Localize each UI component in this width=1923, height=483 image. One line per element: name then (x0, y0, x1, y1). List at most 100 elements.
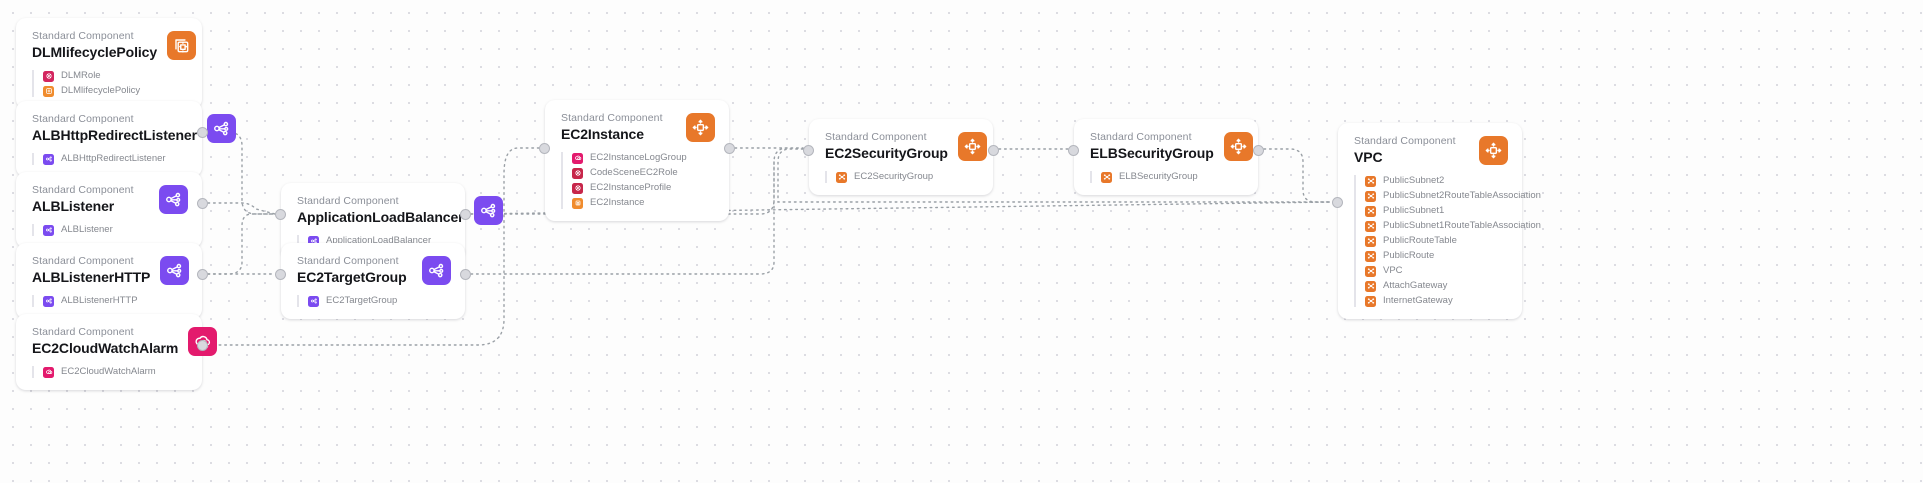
resource-row[interactable]: ALBListenerHTTP (43, 295, 188, 307)
resource-list: ALBListenerHTTP (32, 295, 188, 307)
connection-port-left[interactable] (803, 144, 814, 156)
subnet-icon (1365, 265, 1376, 277)
connection-port-right[interactable] (197, 268, 208, 280)
subnet-icon (1365, 205, 1376, 217)
resource-row[interactable]: DLMRole (43, 70, 188, 82)
connection-port-left[interactable] (275, 268, 286, 280)
network-share-icon (160, 256, 190, 285)
node-title: EC2TargetGroup (297, 269, 407, 285)
resource-label: EC2InstanceProfile (590, 182, 672, 193)
iam-role-icon (572, 167, 583, 179)
connection-port-right[interactable] (724, 142, 735, 154)
elb-listener-icon (308, 295, 319, 307)
connection-port-right[interactable] (197, 197, 208, 209)
resource-row[interactable]: EC2CloudWatchAlarm (43, 366, 188, 378)
node-kind-label: Standard Component (32, 113, 134, 125)
resource-row[interactable]: PublicRoute (1365, 250, 1508, 262)
connection-port-left[interactable] (1068, 144, 1079, 156)
resource-row[interactable]: PublicSubnet2RouteTableAssociation (1365, 190, 1541, 202)
edge-albhttpredirect-to-alb (207, 131, 276, 215)
resize-square-icon (686, 113, 715, 142)
resource-row[interactable]: CodeSceneEC2Role (572, 167, 715, 179)
resource-row[interactable]: ELBSecurityGroup (1101, 171, 1244, 183)
connection-port-right[interactable] (197, 126, 208, 138)
resource-row[interactable]: ALBListener (43, 224, 188, 236)
resource-label: ApplicationLoadBalancer (326, 235, 432, 246)
subnet-icon (1365, 175, 1376, 187)
node-kind-label: Standard Component (825, 131, 927, 143)
resource-row[interactable]: PublicSubnet1RouteTableAssociation (1365, 220, 1541, 232)
resource-row[interactable]: VPC (1365, 265, 1508, 277)
node-title: EC2Instance (561, 126, 644, 142)
connection-port-right[interactable] (197, 339, 208, 351)
resource-row[interactable]: EC2Instance (572, 197, 715, 209)
resource-label: PublicSubnet1 (1383, 205, 1445, 216)
edge-alblistenerhttp-to-targetgroup (207, 213, 276, 275)
node-kind-label: Standard Component (32, 184, 134, 196)
resize-square-icon (1479, 136, 1508, 165)
resource-label: InternetGateway (1383, 295, 1453, 306)
node-kind-label: Standard Component (32, 326, 134, 338)
resource-label: PublicSubnet2RouteTableAssociation (1383, 190, 1541, 201)
resource-row[interactable]: EC2SecurityGroup (836, 171, 979, 183)
node-title: ELBSecurityGroup (1090, 145, 1214, 161)
subnet-icon (1365, 280, 1376, 292)
node-kind-label: Standard Component (32, 255, 134, 267)
network-share-icon (206, 114, 236, 143)
resource-label: EC2TargetGroup (326, 295, 398, 306)
connection-port-right[interactable] (460, 268, 471, 280)
resource-row[interactable]: ALBHttpRedirectListener (43, 153, 188, 165)
iam-role-icon (572, 182, 583, 194)
resource-list: EC2CloudWatchAlarm (32, 366, 188, 378)
connection-port-right[interactable] (460, 208, 471, 220)
resource-row[interactable]: PublicSubnet2 (1365, 175, 1508, 187)
node-kind-label: Standard Component (1090, 131, 1192, 143)
resource-row[interactable]: EC2TargetGroup (308, 295, 451, 307)
resource-list: ELBSecurityGroup (1090, 171, 1244, 183)
resource-label: AttachGateway (1383, 280, 1448, 291)
stack-chip-icon (167, 31, 197, 60)
connection-port-right[interactable] (1253, 144, 1264, 156)
resource-row[interactable]: PublicSubnet1 (1365, 205, 1508, 217)
resource-row[interactable]: InternetGateway (1365, 295, 1508, 307)
connection-port-left[interactable] (275, 208, 286, 220)
resource-row[interactable]: EC2InstanceProfile (572, 182, 715, 194)
resource-label: ELBSecurityGroup (1119, 171, 1198, 182)
subnet-icon (1365, 235, 1376, 247)
subnet-icon (1365, 220, 1376, 232)
connection-port-left[interactable] (539, 142, 550, 154)
connection-port-left[interactable] (1332, 196, 1343, 208)
network-share-icon (159, 185, 188, 214)
resource-list: EC2TargetGroup (297, 295, 451, 307)
resource-label: PublicRouteTable (1383, 235, 1457, 246)
node-kind-label: Standard Component (297, 195, 399, 207)
subnet-icon (1365, 295, 1376, 307)
connection-port-right[interactable] (988, 144, 999, 156)
resource-row[interactable]: DLMlifecyclePolicy (43, 85, 188, 97)
node-title: ApplicationLoadBalancer (297, 209, 464, 225)
resource-row[interactable]: EC2InstanceLogGroup (572, 152, 715, 164)
cloudwatch-small-icon (43, 366, 54, 378)
resource-row[interactable]: AttachGateway (1365, 280, 1508, 292)
resource-row[interactable]: PublicRouteTable (1365, 235, 1508, 247)
